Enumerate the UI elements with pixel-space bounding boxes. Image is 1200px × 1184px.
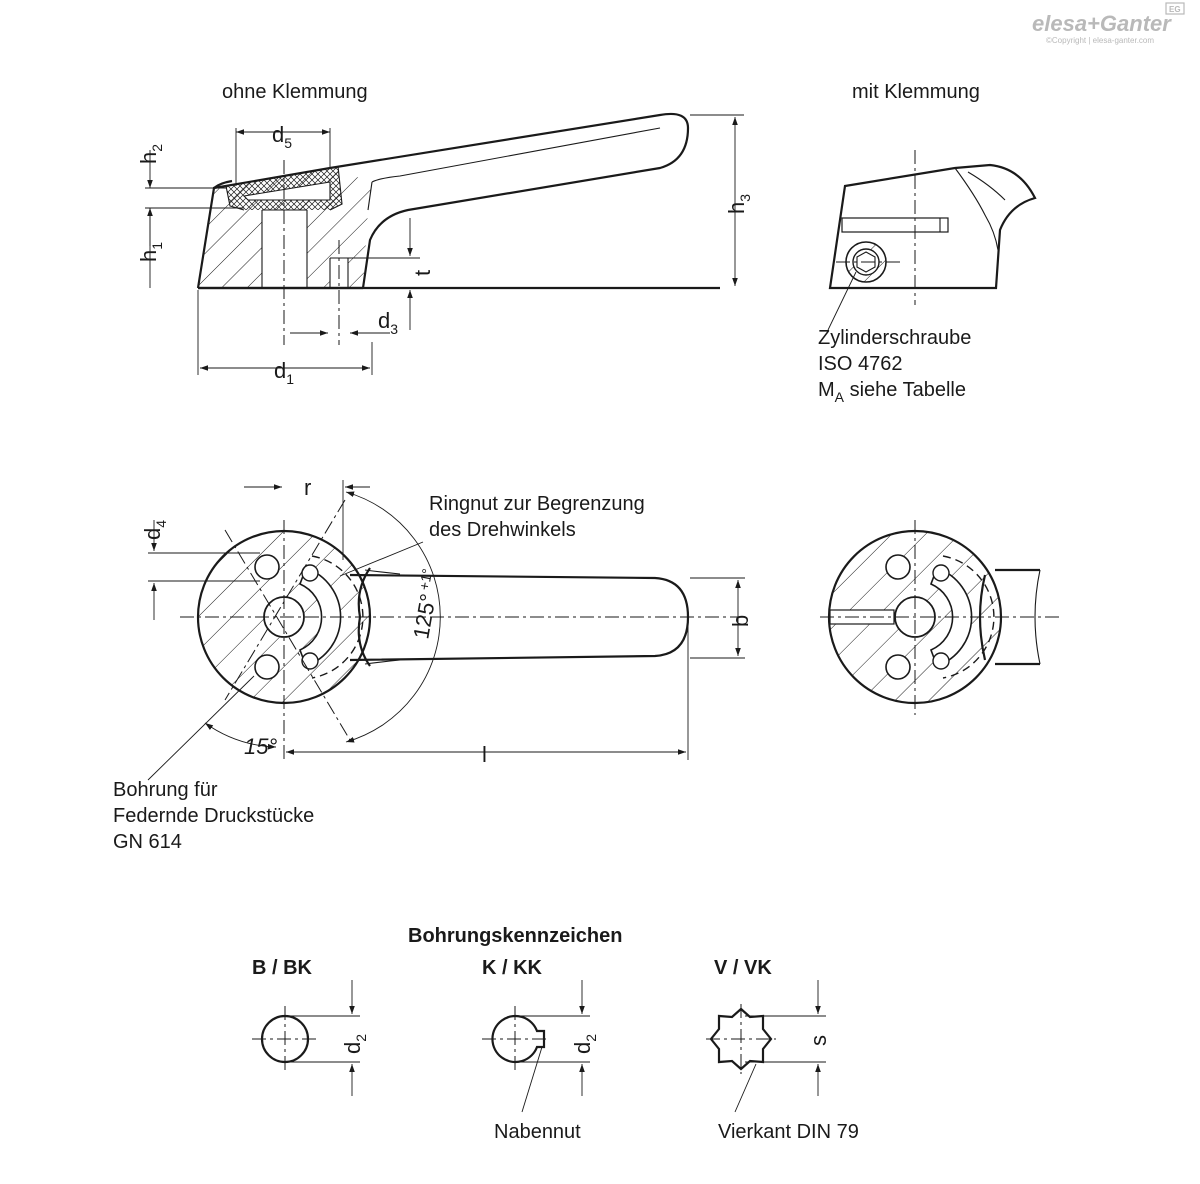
dim-h2-letter: h — [136, 152, 161, 164]
dim-d5-letter: d — [272, 122, 284, 147]
screw-callout-rest: siehe Tabelle — [844, 379, 966, 401]
angle-125-value: 125° — [408, 592, 441, 641]
dim-h1-label: h1 — [136, 242, 165, 262]
dim-d5-label: d5 — [272, 122, 292, 151]
screw-callout-line2: ISO 4762 — [818, 353, 903, 375]
dim-d4-label: d4 — [140, 520, 169, 540]
brand-logo: elesa+Ganter ©Copyright | elesa-ganter.c… — [1032, 2, 1185, 45]
bore-callout-line2: Federnde Druckstücke — [113, 805, 314, 827]
dim-r-label: r — [304, 475, 311, 500]
dim-d2-keyway: d2 — [570, 1034, 599, 1054]
dim-d2-round-sub: 2 — [353, 1034, 369, 1042]
title-with-clamping: mit Klemmung — [852, 81, 980, 103]
dim-d4-sub: 4 — [153, 520, 169, 528]
bore-codes-title: Bohrungskennzeichen — [408, 925, 622, 947]
dim-h2-sub: 2 — [149, 144, 165, 152]
dim-b-label: b — [728, 615, 753, 627]
side-view-dimensions — [145, 114, 744, 375]
bore-code-k-kk: K / KK — [482, 957, 543, 979]
screw-callout-line1: Zylinderschraube — [818, 327, 971, 349]
square-label: Vierkant DIN 79 — [718, 1121, 859, 1143]
bore-keyway — [482, 980, 590, 1113]
angle-125-tolerance: +1° — [416, 567, 436, 591]
screw-callout-m: M — [818, 379, 835, 401]
dim-d3-label: d3 — [378, 308, 398, 337]
dim-d2-round-letter: d — [340, 1042, 365, 1054]
clamping-side-view — [827, 150, 1037, 331]
dim-d3-letter: d — [378, 308, 390, 333]
dim-d3-sub: 3 — [390, 321, 398, 337]
screw-callout-sub: A — [835, 389, 845, 405]
brand-badge: EG — [1169, 5, 1181, 14]
dim-h1-letter: h — [136, 250, 161, 262]
title-without-clamping: ohne Klemmung — [222, 81, 368, 103]
groove-callout-line2: des Drehwinkels — [429, 519, 576, 541]
brand-logo-text: elesa+Ganter — [1032, 11, 1172, 36]
dim-d2-keyway-sub: 2 — [583, 1034, 599, 1042]
dim-h3-sub: 3 — [737, 194, 753, 202]
brand-badge-frame — [1165, 2, 1185, 15]
bore-round — [252, 980, 360, 1096]
screw-callout-line3: MA siehe Tabelle — [818, 379, 966, 405]
dim-h1-sub: 1 — [149, 242, 165, 250]
dim-s-label: s — [806, 1035, 831, 1046]
dim-h3-label: h3 — [724, 194, 753, 214]
dim-d2-round: d2 — [340, 1034, 369, 1054]
bore-callout-line3: GN 614 — [113, 831, 182, 853]
angle-15-label: 15° — [244, 734, 277, 759]
groove-callout-line1: Ringnut zur Begrenzung — [429, 493, 645, 515]
dim-l-label: l — [482, 742, 487, 767]
dim-d1-sub: 1 — [286, 371, 294, 387]
dim-d4-letter: d — [140, 528, 165, 540]
bore-code-v-vk: V / VK — [714, 957, 772, 979]
dim-d5-sub: 5 — [284, 135, 292, 151]
clamping-top-view — [820, 520, 1060, 715]
top-view — [147, 480, 745, 781]
dim-d1-label: d1 — [274, 358, 294, 387]
bore-code-b-bk: B / BK — [252, 957, 313, 979]
keyway-label: Nabennut — [494, 1121, 581, 1143]
bore-callout-line1: Bohrung für — [113, 779, 218, 801]
dim-d2-keyway-letter: d — [570, 1042, 595, 1054]
brand-copyright: ©Copyright | elesa-ganter.com — [1046, 36, 1154, 45]
bore-square — [706, 980, 826, 1113]
dim-h2-label: h2 — [136, 144, 165, 164]
dim-d1-letter: d — [274, 358, 286, 383]
dim-t-label: t — [410, 270, 435, 276]
dim-h3-letter: h — [724, 202, 749, 214]
side-view-section — [196, 112, 720, 345]
